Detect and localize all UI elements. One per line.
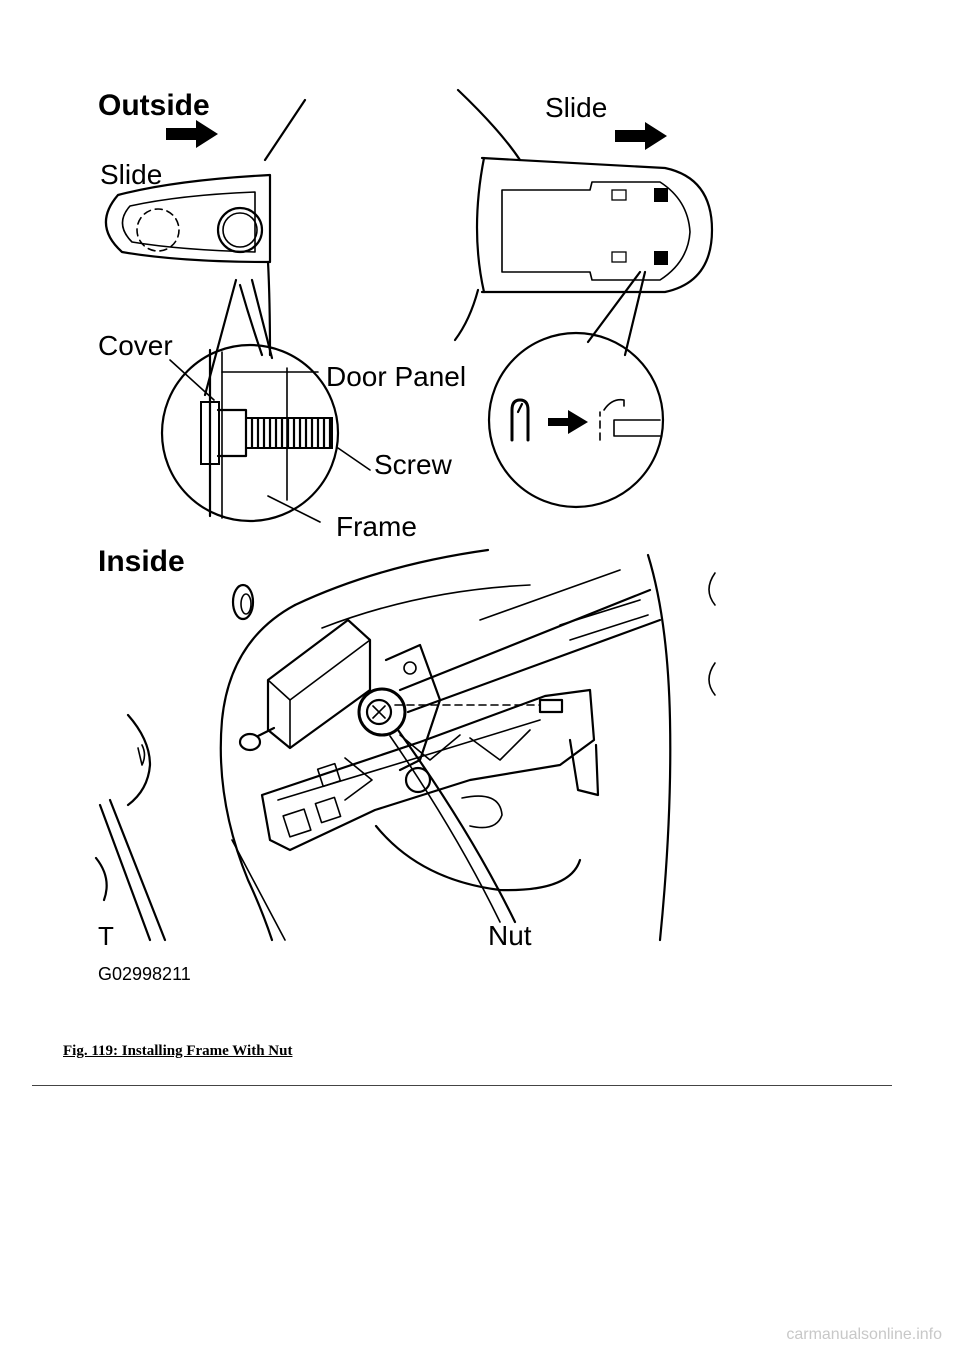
outside-slide-view: Outside Slide — [98, 89, 307, 397]
cover-screw-detail: Cover Door Panel Screw Frame — [98, 330, 466, 542]
label-outside: Outside — [98, 89, 210, 122]
watermark: carmanualsonline.info — [786, 1326, 942, 1343]
divider — [32, 1085, 892, 1086]
label-cover: Cover — [98, 330, 173, 361]
clip-detail — [487, 331, 665, 509]
label-slide-right: Slide — [545, 92, 607, 123]
inside-door-view: Inside — [94, 545, 716, 951]
slide-arrow-left-icon — [166, 120, 218, 148]
installation-diagram: Outside Slide Slide Cover — [94, 88, 716, 984]
engage-arrow-icon — [548, 410, 588, 434]
label-corner-mark: T — [98, 921, 114, 951]
label-screw: Screw — [374, 449, 453, 480]
figure-code: G02998211 — [98, 964, 191, 984]
label-slide-left: Slide — [100, 159, 162, 190]
slide-arrow-right-icon — [615, 122, 667, 150]
label-inside: Inside — [98, 545, 185, 578]
figure-caption: Fig. 119: Installing Frame With Nut — [63, 1043, 293, 1059]
frame-slide-view: Slide — [453, 88, 714, 357]
label-nut: Nut — [488, 920, 532, 951]
label-frame: Frame — [336, 511, 417, 542]
label-door-panel: Door Panel — [326, 361, 466, 392]
